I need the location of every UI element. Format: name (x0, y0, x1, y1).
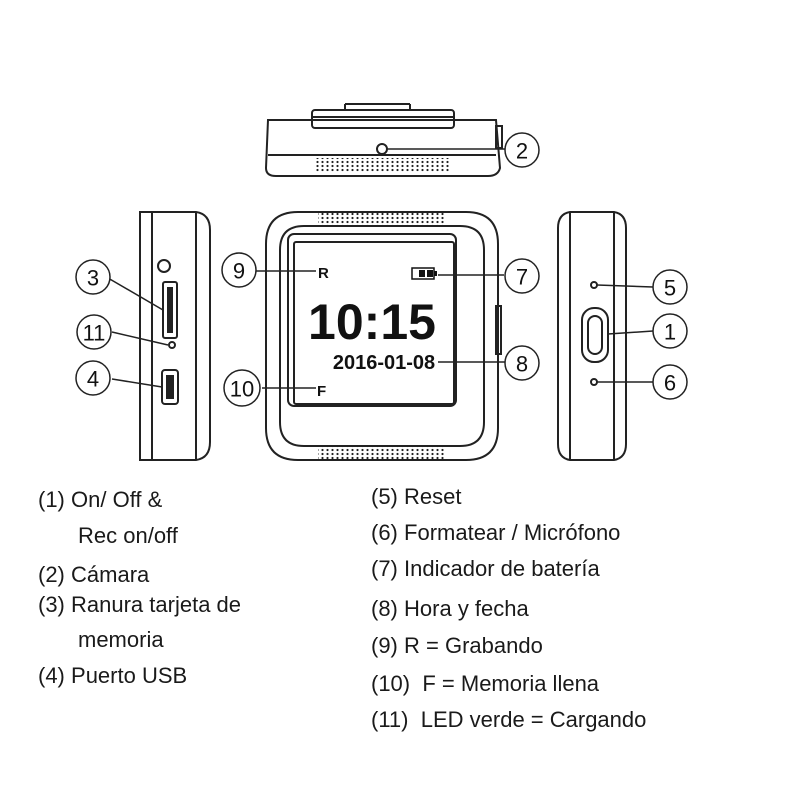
legend-text: Reset (404, 484, 462, 509)
legend-item-11: (11) LED verde = Cargando (371, 706, 646, 734)
legend-num: (3) (38, 592, 65, 617)
callout-circle-11 (76, 314, 112, 350)
legend-item-4: (4) Puerto USB (38, 662, 187, 690)
legend-item-3-cont: memoria (78, 626, 164, 654)
legend-num: (4) (38, 663, 65, 688)
callout-circle-8 (504, 345, 540, 381)
legend-num: (10) (371, 671, 411, 696)
callout-label-6: 6 (664, 371, 676, 396)
callout-circle-4 (75, 360, 111, 396)
callout-label-11: 11 (83, 321, 106, 346)
leader-lines (256, 270, 505, 389)
legend-item-8: (8) Hora y fecha (371, 595, 529, 623)
top-view (264, 103, 505, 177)
legend-num: (7) (371, 556, 398, 581)
legend-item-7: (7) Indicador de batería (371, 555, 600, 583)
legend-text: Ranura tarjeta de (71, 592, 242, 617)
callout-circle-1 (652, 313, 688, 349)
screen-time: 10:15 (308, 294, 436, 350)
callout-label-2: 2 (516, 139, 528, 164)
callout-label-10: 10 (230, 377, 254, 402)
legend-text: memoria (78, 627, 164, 652)
left-side-view (107, 211, 211, 461)
front-view (265, 211, 502, 461)
screen-date: 2016-01-08 (333, 352, 435, 374)
legend-item-1: (1) On/ Off & (38, 486, 162, 514)
legend-item-2: (2) Cámara (38, 561, 149, 589)
legend-text: Rec on/off (78, 523, 178, 548)
callout-label-7: 7 (516, 265, 528, 290)
legend-item-6: (6) Formatear / Micrófono (371, 519, 620, 547)
legend-num: (8) (371, 596, 398, 621)
front-bottom-grille (318, 447, 444, 459)
callout-circle-2 (504, 132, 540, 168)
legend-item-5: (5) Reset (371, 483, 462, 511)
legend-text: F = Memoria llena (416, 671, 600, 696)
legend-item-3: (3) Ranura tarjeta de (38, 591, 241, 619)
legend-text: Hora y fecha (404, 596, 529, 621)
legend-num: (1) (38, 487, 65, 512)
callout-circle-6 (652, 364, 688, 400)
callout-label-3: 3 (87, 266, 99, 291)
callout-label-4: 4 (87, 367, 99, 392)
battery-icon (411, 267, 437, 280)
legend-num: (5) (371, 484, 398, 509)
legend-num: (11) (371, 707, 409, 732)
legend-item-9: (9) R = Grabando (371, 632, 543, 660)
legend-text: Puerto USB (71, 663, 188, 688)
callout-label-5: 5 (664, 276, 676, 301)
legend-item-10: (10) F = Memoria llena (371, 670, 599, 698)
legend-text: Formatear / Micrófono (404, 520, 621, 545)
callout-circle-9 (221, 252, 257, 288)
callout-circle-10 (223, 369, 261, 407)
legend-num: (6) (371, 520, 398, 545)
callout-circle-5 (652, 269, 688, 305)
callout-circle-7 (504, 258, 540, 294)
top-speaker-grille (315, 158, 450, 172)
callout-label-1: 1 (664, 320, 676, 345)
legend-text: Cámara (71, 562, 150, 587)
callout-circle-3 (75, 259, 111, 295)
legend-num: (9) (371, 633, 398, 658)
right-side-view (557, 211, 654, 461)
legend-num: (2) (38, 562, 65, 587)
screen-status-r: R (318, 265, 329, 282)
front-top-grille (318, 213, 444, 225)
callout-label-9: 9 (233, 259, 245, 284)
legend-text: Indicador de batería (404, 556, 600, 581)
legend-text: LED verde = Cargando (414, 707, 647, 732)
legend-item-1-cont: Rec on/off (78, 522, 178, 550)
callout-label-8: 8 (516, 352, 528, 377)
screen-status-f: F (317, 383, 326, 400)
legend-text: On/ Off & (71, 487, 163, 512)
legend-text: R = Grabando (404, 633, 543, 658)
device-diagram: R 10:15 2016-01-08 F (75, 103, 688, 461)
